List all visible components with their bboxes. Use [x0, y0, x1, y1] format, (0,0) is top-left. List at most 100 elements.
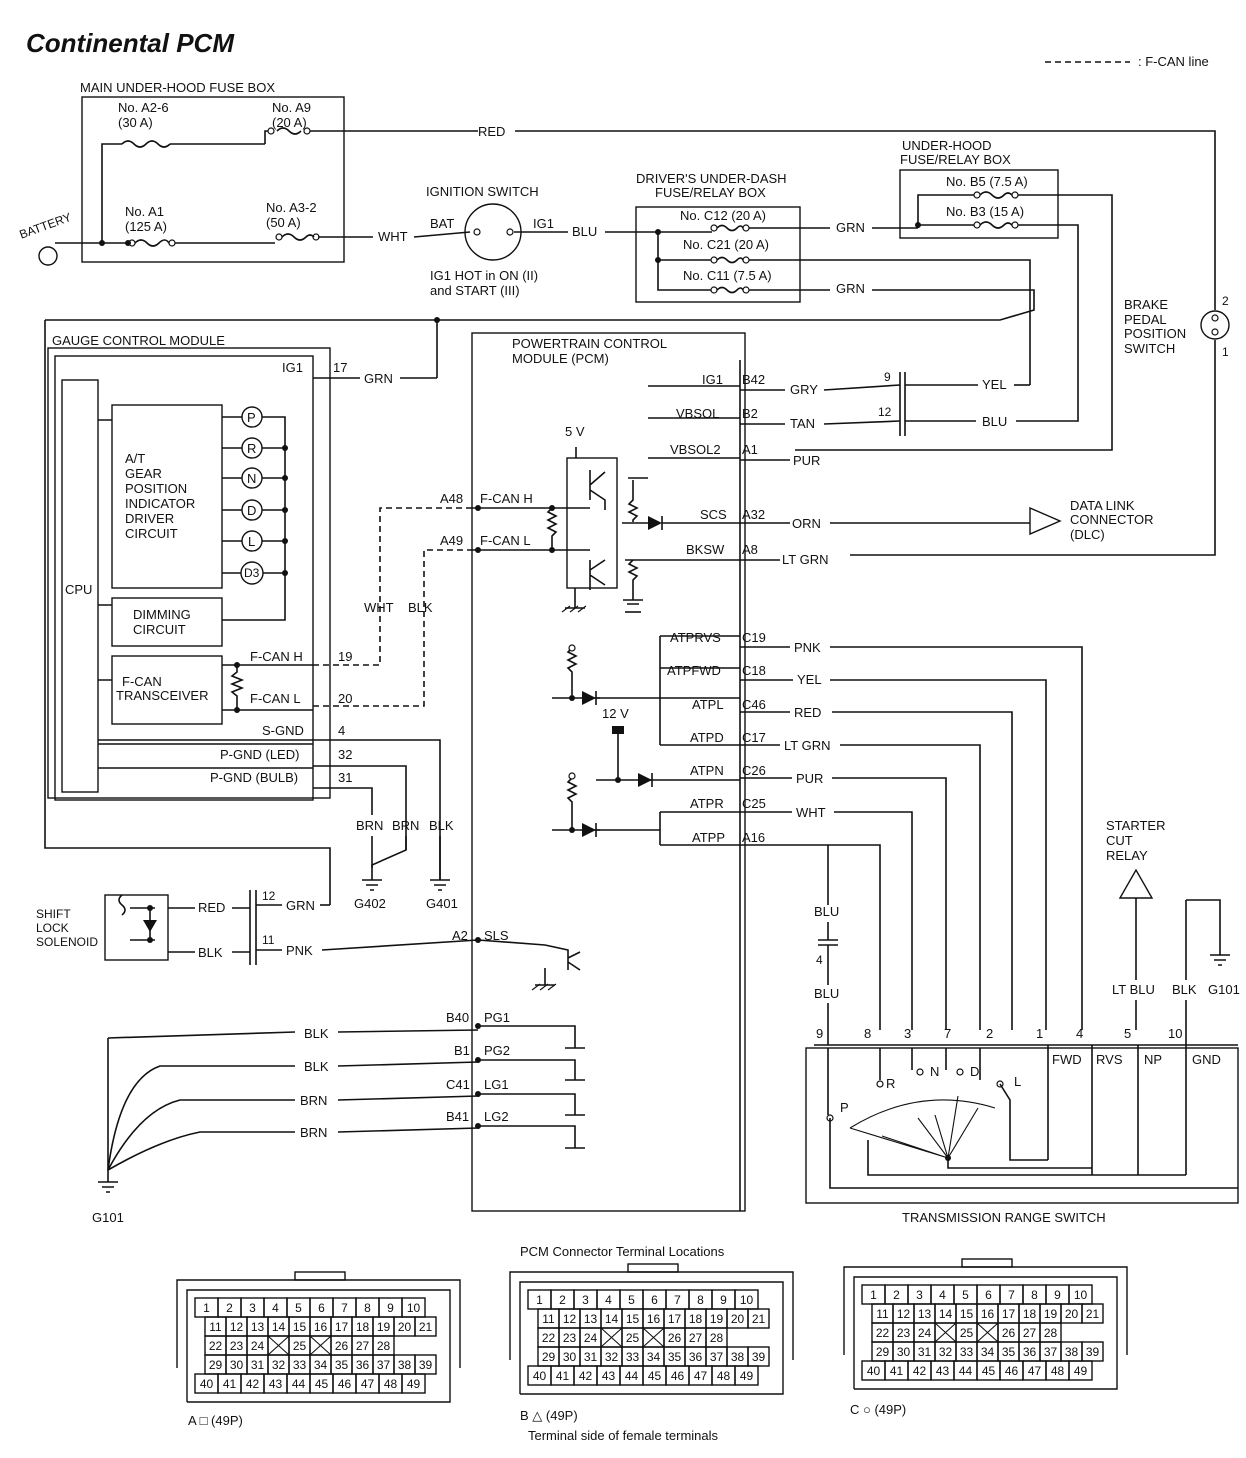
- pcm-right-pins: [648, 360, 741, 1211]
- connector-c-terminal: 6: [985, 1288, 992, 1302]
- connector-a-terminal: 11: [209, 1320, 222, 1334]
- connector-a-terminal: 33: [293, 1358, 307, 1372]
- main-fuse-box: MAIN UNDER-HOOD FUSE BOX No. A2-6 (30 A)…: [17, 80, 345, 266]
- pcm-pin-c46: C46: [742, 697, 766, 712]
- trs-pos-p: P: [840, 1100, 849, 1115]
- gcm-pin-4: 4: [338, 723, 345, 738]
- connector-c-terminal: 11: [876, 1307, 889, 1321]
- connector-b-terminal: 12: [563, 1312, 577, 1326]
- wire-red-top: RED: [478, 124, 505, 139]
- gcm-ig1-pin: 17: [333, 360, 347, 375]
- indicator-l: L: [248, 534, 255, 549]
- connector-c-terminal: 14: [939, 1307, 953, 1321]
- brake-pin-1: 1: [1222, 345, 1229, 359]
- wire-grn-shiftlock: GRN: [286, 898, 315, 913]
- fuse-c12-label: No. C12 (20 A): [680, 208, 766, 223]
- connector-c-terminal: 48: [1051, 1364, 1065, 1378]
- connector-b-terminal: 8: [697, 1293, 704, 1307]
- brake-label-2: PEDAL: [1124, 312, 1167, 327]
- connector-a-terminal: 45: [315, 1377, 329, 1391]
- connector-c-terminal: 23: [897, 1326, 911, 1340]
- wire-brn-1: BRN: [356, 818, 383, 833]
- gcm-pin-pgnd-led-name: P-GND (LED): [220, 747, 299, 762]
- pcm-pin-bksw: BKSW: [686, 542, 725, 557]
- dimming-line-2: CIRCUIT: [133, 622, 186, 637]
- connector-c-terminal: 49: [1074, 1364, 1088, 1378]
- wire-orn: ORN: [792, 516, 821, 531]
- brake-pin-2: 2: [1222, 294, 1229, 308]
- wire-blu-brake: BLU: [982, 414, 1007, 429]
- gcm-pin-20: 20: [338, 691, 352, 706]
- wire-pnk-shiftlock: PNK: [286, 943, 313, 958]
- wire-ltgrn-atpd: LT GRN: [784, 738, 830, 753]
- connector-a-terminal: 3: [249, 1301, 256, 1315]
- wire-ltblu-starter: LT BLU: [1112, 982, 1155, 997]
- main-fuse-box-title: MAIN UNDER-HOOD FUSE BOX: [80, 80, 275, 95]
- connector-c-terminal: 9: [1054, 1288, 1061, 1302]
- connector-b-terminal: 9: [720, 1293, 727, 1307]
- connector-a-terminal: 22: [209, 1339, 223, 1353]
- ignition-switch: IGNITION SWITCH BAT IG1 IG1 HOT in ON (I…: [426, 184, 554, 298]
- connector-a-label: A □ (49P): [188, 1413, 243, 1428]
- connector-b-terminal: 38: [731, 1350, 745, 1364]
- connector-a-terminal: 39: [419, 1358, 433, 1372]
- pcm-pin-atpr: ATPR: [690, 796, 724, 811]
- fuse-a3-2-rating: (50 A): [266, 215, 301, 230]
- connector-c-terminal: 37: [1044, 1345, 1058, 1359]
- connector-c-terminal: 17: [1002, 1307, 1016, 1321]
- pcm-title-2: MODULE (PCM): [512, 351, 609, 366]
- shift-lock-label-2: LOCK: [36, 921, 69, 935]
- gcm-pin-pgnd-bulb-name: P-GND (BULB): [210, 770, 298, 785]
- gauge-control-module: GAUGE CONTROL MODULE IG1 17 CPU A/T GEAR…: [47, 333, 360, 801]
- connector-c-terminal: 45: [982, 1364, 996, 1378]
- wire-blu-atpp-1: BLU: [814, 904, 839, 919]
- connector-c-terminal: 33: [960, 1345, 974, 1359]
- connector-a-terminal: 31: [251, 1358, 265, 1372]
- connector-b-terminal: 37: [710, 1350, 724, 1364]
- connector-a-terminal: 1: [203, 1301, 210, 1315]
- ground-g401: G401: [426, 896, 458, 911]
- pcm-pin-a48: A48: [440, 491, 463, 506]
- connector-c-terminal: 27: [1023, 1326, 1037, 1340]
- connector-a-terminal: 23: [230, 1339, 244, 1353]
- ground-g101-left: G101: [92, 1210, 124, 1225]
- connector-c-terminal: 39: [1086, 1345, 1100, 1359]
- ignition-bat-label: BAT: [430, 216, 454, 231]
- connector-b-terminal: 30: [563, 1350, 577, 1364]
- fuse-a3-2-number: No. A3-2: [266, 200, 317, 215]
- connector-pin-9: 9: [884, 370, 891, 384]
- fuse-a2-6-rating: (30 A): [118, 115, 153, 130]
- dlc-label-3: (DLC): [1070, 527, 1105, 542]
- connector-c-terminal: 46: [1005, 1364, 1019, 1378]
- connector-a-terminal: 38: [398, 1358, 412, 1372]
- wire-gry: GRY: [790, 382, 818, 397]
- connector-c-terminal: 4: [939, 1288, 946, 1302]
- connector-a-terminal: 36: [356, 1358, 370, 1372]
- connector-b-terminal: 23: [563, 1331, 577, 1345]
- hood-box-title-2: FUSE/RELAY BOX: [900, 152, 1011, 167]
- pcm-pin-atpd: ATPD: [690, 730, 724, 745]
- shift-lock-pin-12: 12: [262, 889, 276, 903]
- connector-b-terminal: 4: [605, 1293, 612, 1307]
- ground-g101-right: G101: [1208, 982, 1240, 997]
- pcm-pin-c19: C19: [742, 630, 766, 645]
- pcm-12v: 12 V: [602, 706, 629, 721]
- connector-c-terminal: 15: [960, 1307, 974, 1321]
- connector-a-terminal: 49: [407, 1377, 421, 1391]
- gcm-pin-19: 19: [338, 649, 352, 664]
- connector-c-terminal: 19: [1044, 1307, 1058, 1321]
- wire-grn-c11: GRN: [836, 281, 865, 296]
- wire-grn-c12: GRN: [836, 220, 865, 235]
- trs-pin-2: 2: [986, 1026, 993, 1041]
- connector-c-terminal: 1: [870, 1288, 877, 1302]
- connector-c-terminal: 30: [897, 1345, 911, 1359]
- connector-b-terminal: 13: [584, 1312, 598, 1326]
- connector-a-terminal: 21: [419, 1320, 433, 1334]
- connector-c-terminal: 8: [1031, 1288, 1038, 1302]
- fuse-a1-number: No. A1: [125, 204, 164, 219]
- connector-c-terminal: 7: [1008, 1288, 1015, 1302]
- connector-a-terminal: 20: [398, 1320, 412, 1334]
- connector-b-terminal: 36: [689, 1350, 703, 1364]
